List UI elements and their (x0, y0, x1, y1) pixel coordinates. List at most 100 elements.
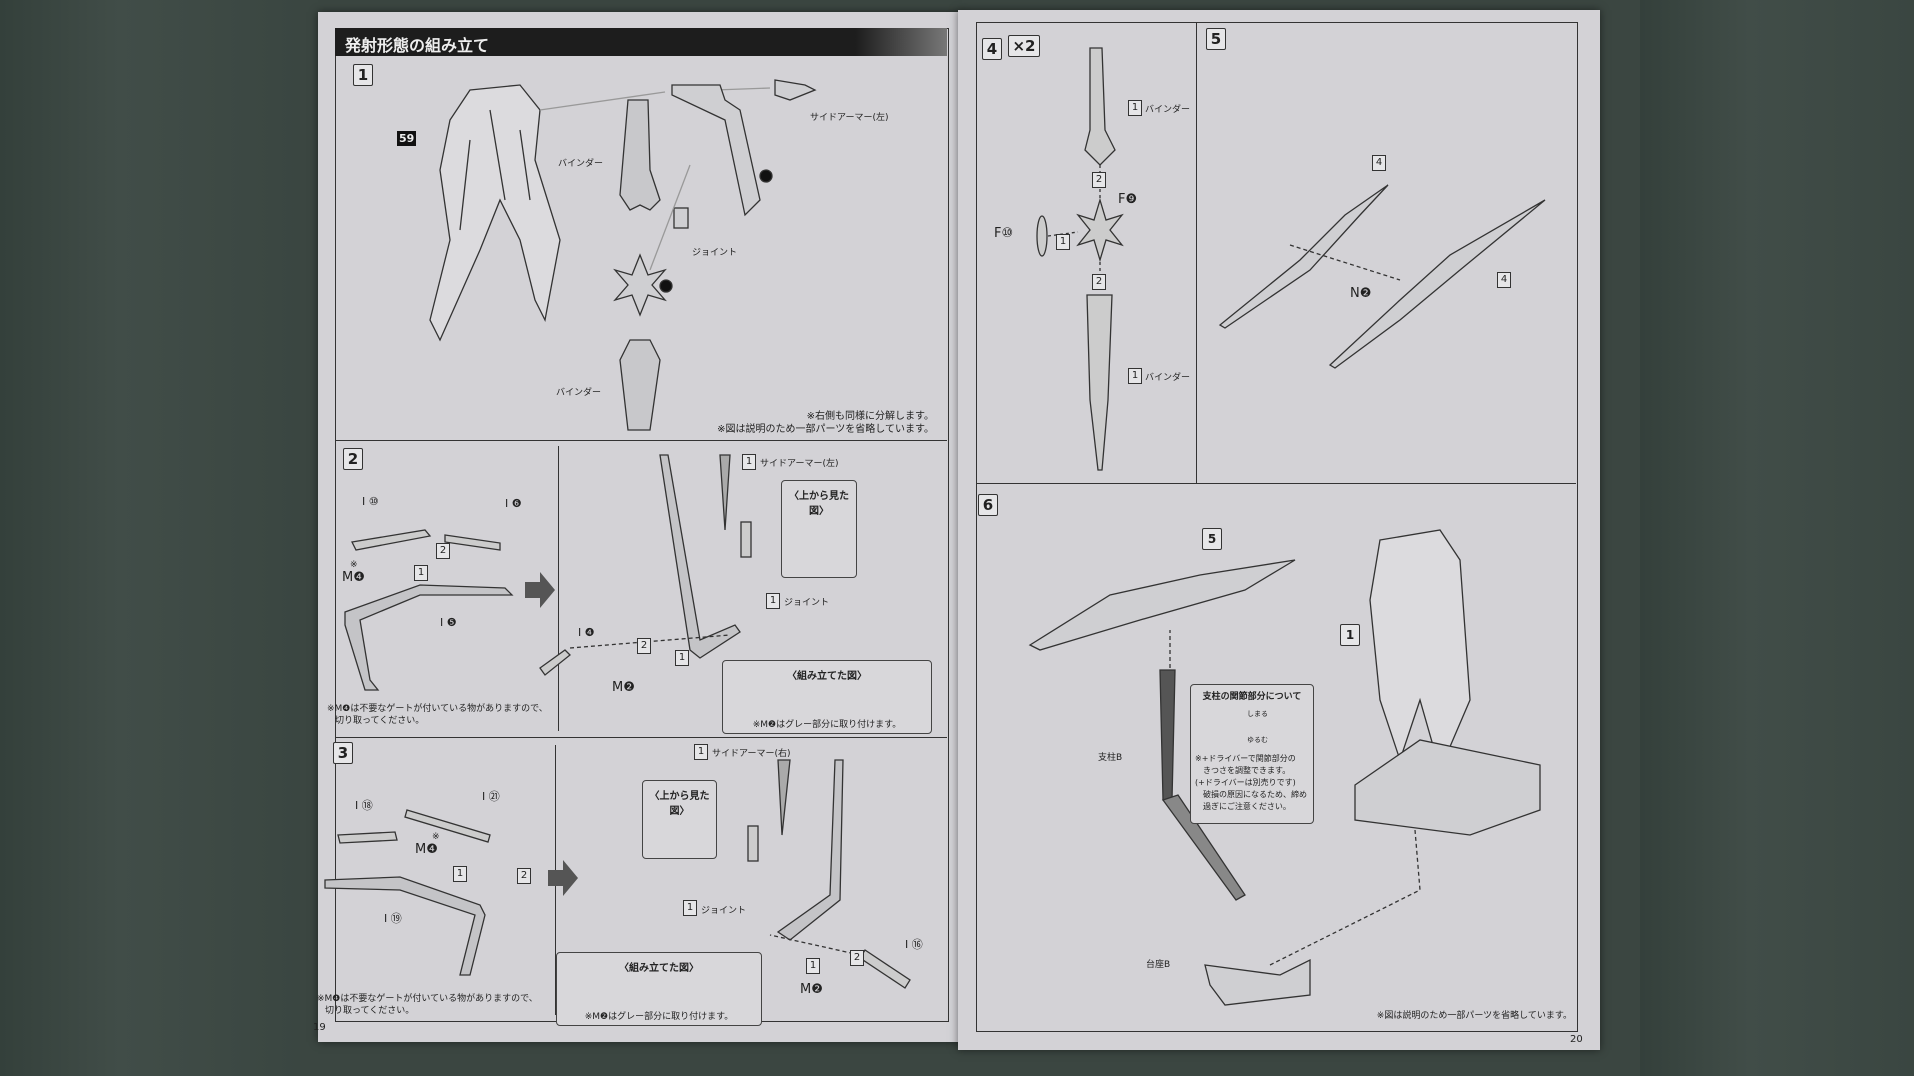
leg-frame-i5 (344, 584, 514, 691)
binder-top-step1 (619, 99, 661, 211)
step-number: 6 (978, 494, 998, 516)
joint-step2 (740, 521, 752, 558)
section-title: 発射形態の組み立て (345, 36, 490, 55)
loosen-label: ゆるむ (1247, 736, 1268, 744)
blade-lower (1328, 199, 1546, 369)
right-page-frame (976, 22, 1578, 1032)
arrow-line (649, 164, 691, 271)
step1-note: ※右側も同様に分解します。 (806, 411, 934, 422)
joint-part-step1 (673, 207, 689, 229)
robot-figure-step6 (1369, 529, 1471, 772)
part-label: N❷ (1350, 286, 1372, 301)
part-number: 1 (1128, 100, 1142, 116)
step6-note: ※図は説明のため一部パーツを省略しています。 (1376, 1011, 1572, 1021)
part-number: 1 (766, 593, 780, 609)
star-core-step1 (613, 253, 667, 317)
order-number: 2 (850, 950, 864, 966)
binder-bottom-step1 (619, 339, 661, 431)
robot-figure-step1 (429, 84, 561, 342)
side-armor-step2 (719, 454, 731, 531)
part-number: 1 (694, 744, 708, 760)
combined-blade-step6 (1028, 559, 1296, 651)
part-label: F❾ (1118, 192, 1138, 207)
binder-bottom-step4 (1086, 294, 1113, 471)
plate-i6 (444, 534, 501, 551)
part-number: 5 (1202, 528, 1222, 550)
step-number: 5 (1206, 28, 1226, 50)
step-number: 2 (343, 448, 363, 470)
step6-divider (976, 483, 1576, 484)
part-i16 (859, 949, 911, 989)
order-number: 2 (637, 638, 651, 654)
leg-frame-i19 (324, 876, 486, 976)
joint-step3 (747, 825, 759, 862)
part-number: 1 (742, 454, 756, 470)
part-label: I ⑯ (905, 938, 923, 951)
binder-top-step4 (1084, 47, 1116, 166)
part-number: 1 (1340, 624, 1360, 646)
arrow-line (539, 91, 666, 111)
joint-note-line: きつさを調整できます。 (1203, 766, 1291, 775)
star-core-step4 (1076, 197, 1124, 263)
step2-note: ※M❹は不要なゲートが付いている物がありますので、 (327, 704, 548, 714)
step3-note: ※M❹は不要なゲートが付いている物がありますので、 (317, 994, 538, 1004)
side-armor-label: サイドアーマー(左) (760, 459, 839, 469)
inset-caption: 〈上から見た図〉 (789, 491, 849, 517)
order-number: 1 (806, 958, 820, 974)
plate-i21 (404, 809, 491, 843)
right-page (958, 10, 1600, 1050)
blade-upper (1218, 184, 1389, 329)
remove-mark-icon (659, 279, 673, 293)
inset-caption: 〈組み立てた図〉 (787, 671, 867, 682)
leg-frame-step2-assembled (659, 454, 741, 659)
step-number: 1 (353, 64, 373, 86)
wood-slat (0, 0, 300, 1076)
inset-caption: 〈組み立てた図〉 (619, 963, 699, 974)
arm-part-step1 (671, 84, 761, 217)
display-base (1354, 739, 1541, 836)
inset-caption: 〈上から見た図〉 (649, 791, 710, 817)
joint-label: ジョイント (701, 906, 747, 916)
page-number: 19 (313, 1022, 326, 1033)
part-label: F⑩ (994, 226, 1014, 241)
fin-f10 (1036, 215, 1048, 257)
plate-i10 (351, 529, 432, 551)
step2-divider (335, 737, 947, 738)
base-label: 台座B (1146, 960, 1171, 970)
part-label: M❷ (612, 680, 635, 695)
step2-note: 切り取ってください。 (335, 716, 425, 726)
binder-label: バインダー (1145, 105, 1191, 115)
order-number: 1 (453, 866, 467, 882)
step1-divider (335, 440, 947, 441)
side-armor-step1 (774, 79, 817, 101)
inset-note: ※M❷はグレー部分に取り付けます。 (584, 1012, 734, 1022)
order-number: 1 (1056, 234, 1070, 250)
step-multiplier: ×2 (1008, 35, 1040, 57)
joint-label: ジョイント (692, 248, 738, 258)
page-number: 20 (1570, 1034, 1583, 1045)
part-label: I ❺ (440, 616, 457, 629)
step-number: 4 (982, 38, 1002, 60)
side-armor-label: サイドアーマー(右) (712, 749, 791, 759)
part-number: 4 (1497, 272, 1511, 288)
top-view-inset: 〈上から見た図〉 (781, 480, 857, 578)
joint-note-line: ※+ドライバーで関節部分の (1195, 754, 1296, 763)
part-label: I ⑩ (362, 495, 379, 508)
remove-mark-icon (759, 169, 773, 183)
arrow-right-icon (548, 860, 578, 896)
joint-label: ジョイント (784, 598, 830, 608)
inset-note: ※M❷はグレー部分に取り付けます。 (752, 720, 902, 730)
part-label: I ❹ (578, 626, 595, 639)
order-number: 2 (1092, 274, 1106, 290)
side-armor-step3 (777, 759, 791, 836)
joint-note-line: 破損の原因になるため、締め (1203, 790, 1307, 799)
order-number: 2 (436, 543, 450, 559)
section-title-bar: 発射形態の組み立て (335, 28, 947, 56)
part-label: I ⑲ (384, 912, 402, 925)
plate-i18 (337, 831, 398, 844)
part-label: M❹ (342, 570, 365, 585)
mark: ※ (432, 832, 440, 842)
step3-note: 切り取ってください。 (325, 1006, 415, 1016)
arrow-line (1269, 829, 1421, 966)
